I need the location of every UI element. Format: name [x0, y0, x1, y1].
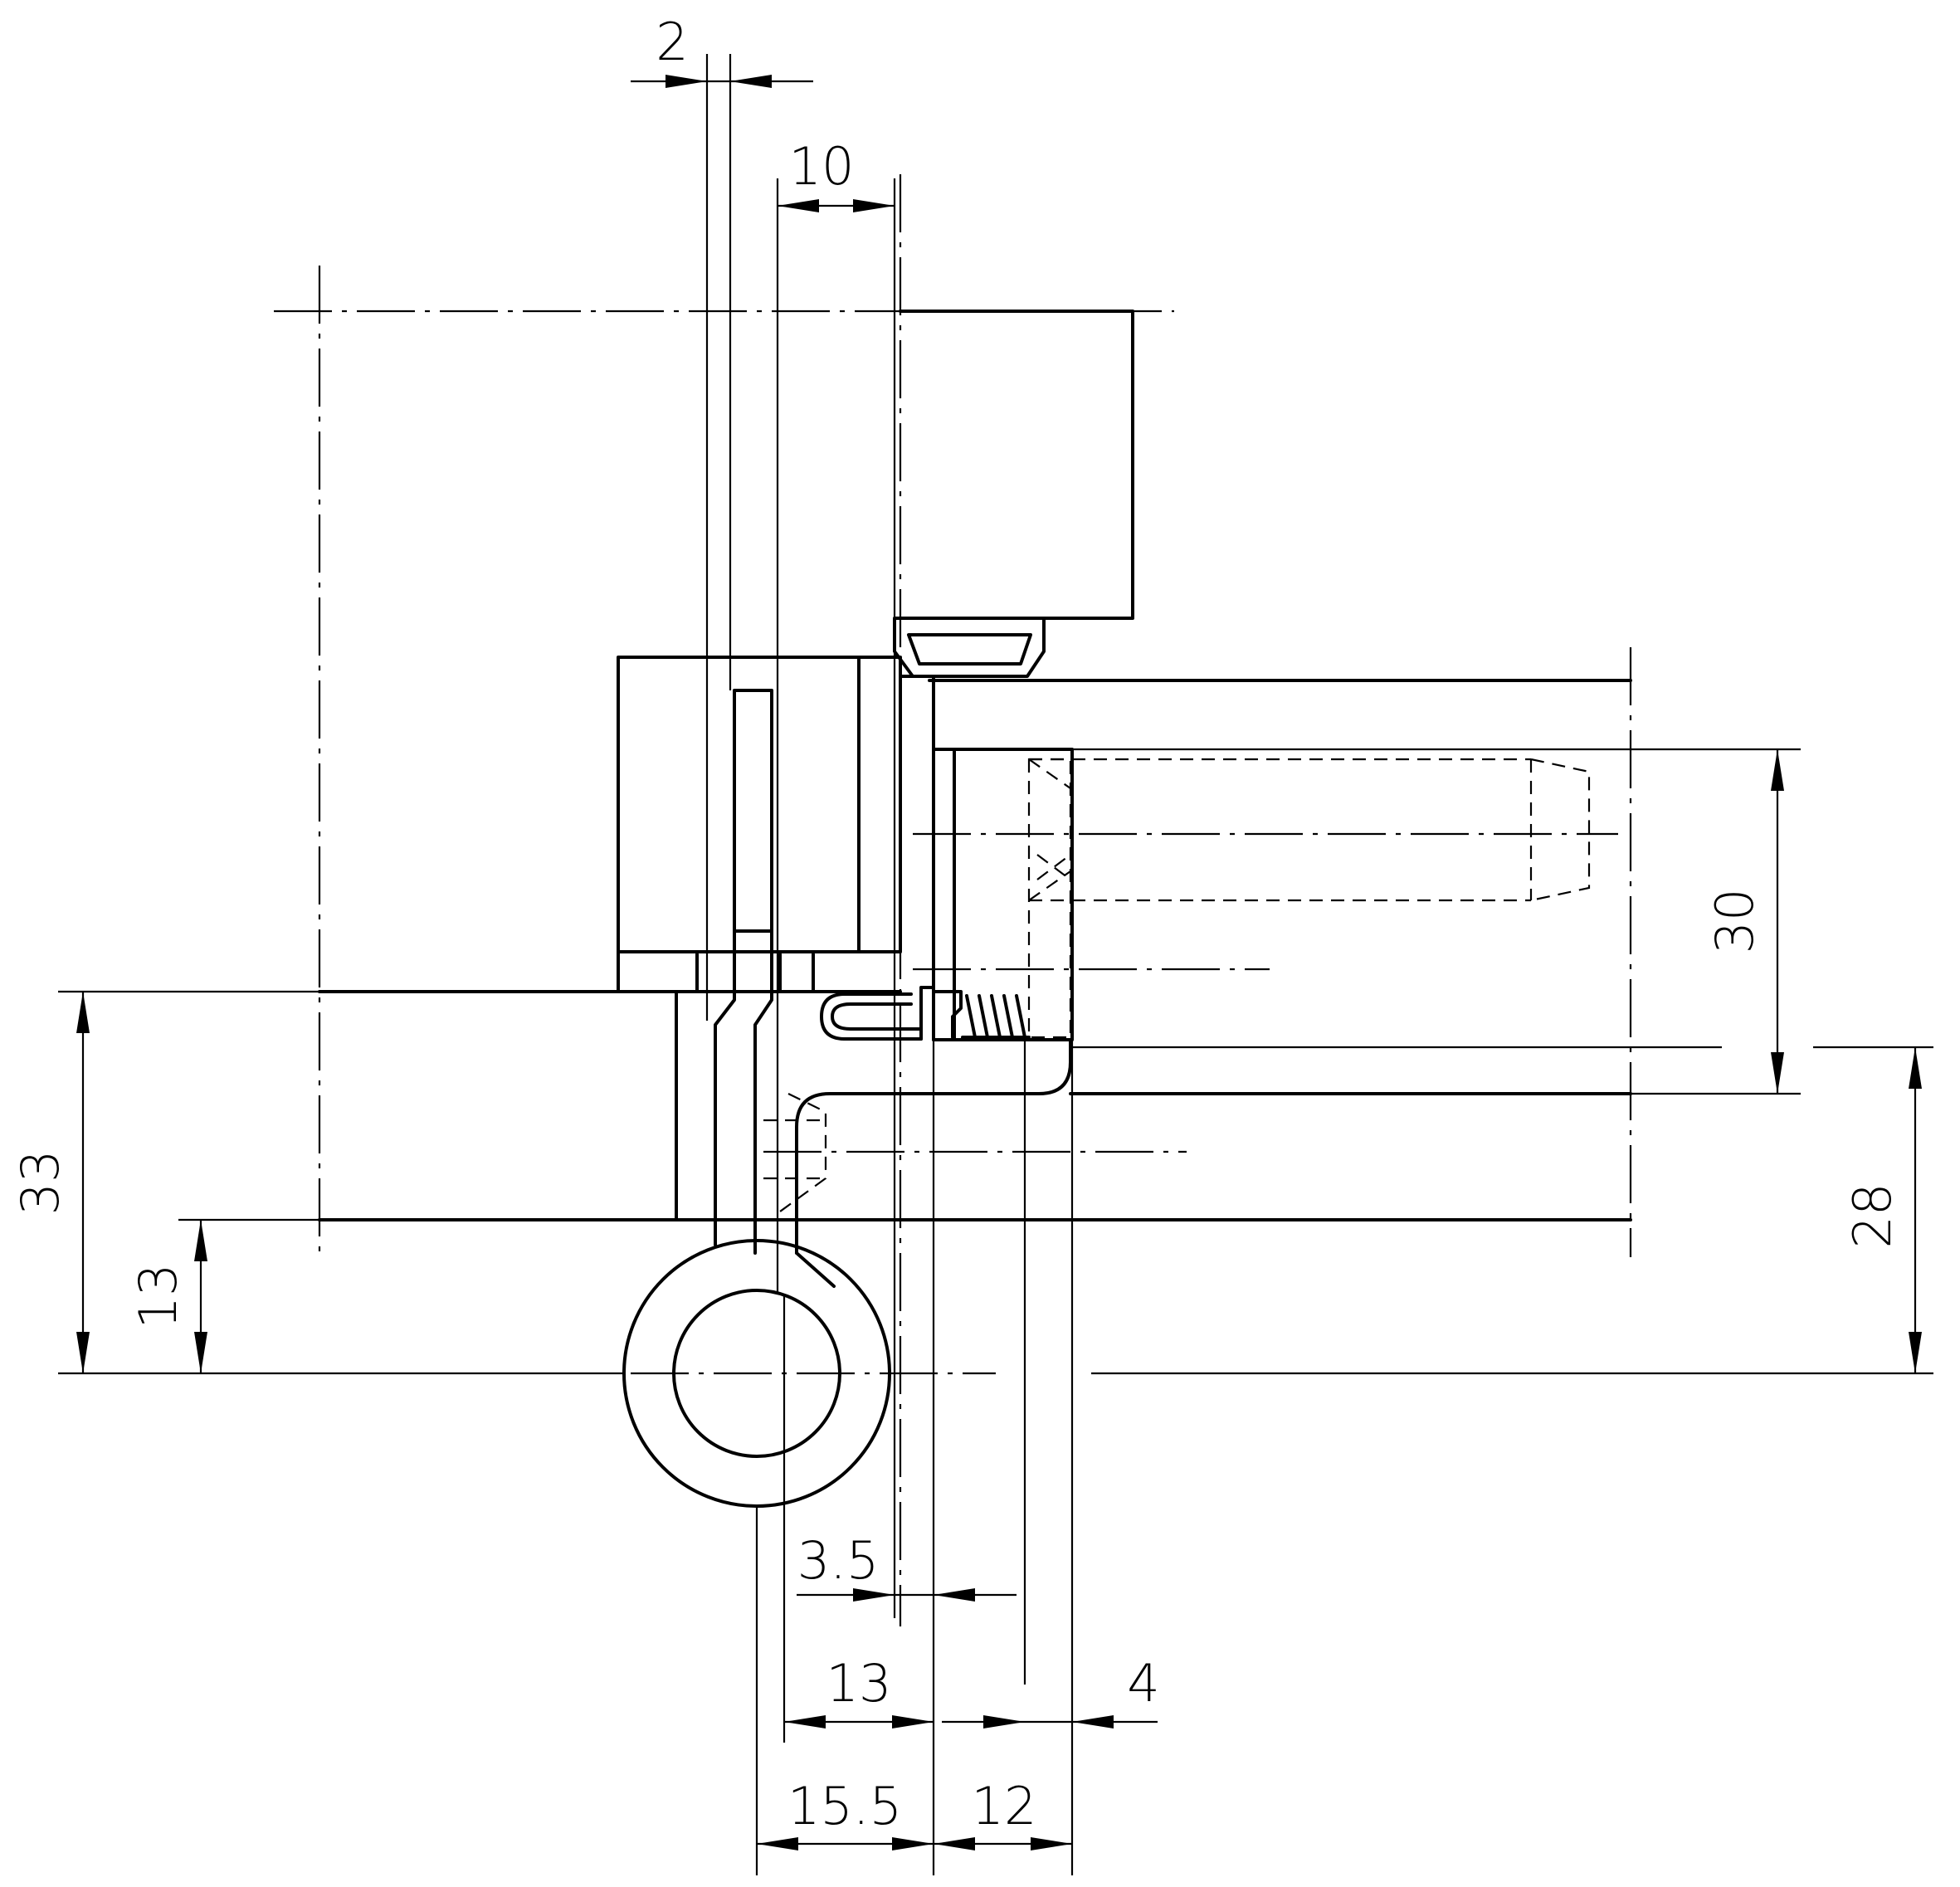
dim-label-30: 30 [1704, 889, 1765, 954]
knuckle-inner [672, 1289, 841, 1458]
dimension-3-5: 3.5 [797, 1530, 1017, 1602]
dim-label-33: 33 [10, 1150, 71, 1216]
dimension-30: 30 [1704, 749, 1784, 1094]
dim-label-4: 4 [1127, 1653, 1159, 1714]
dimension-12: 12 [934, 1776, 1072, 1850]
dim-label-28: 28 [1842, 1183, 1903, 1249]
mounting-screw [1027, 758, 1591, 1039]
dim-label-2: 2 [656, 12, 688, 72]
dim-label-15-5: 15.5 [787, 1776, 902, 1836]
spring-coils [961, 994, 1031, 1039]
dimension-4: 4 [942, 1653, 1160, 1729]
dim-label-12: 12 [972, 1776, 1037, 1836]
dim-label-13-left: 13 [128, 1264, 188, 1329]
dimension-13-bottom: 13 [784, 1653, 934, 1729]
dim-label-13-bottom: 13 [826, 1653, 892, 1714]
dimension-10: 10 [778, 136, 895, 212]
spring-clip [820, 986, 1031, 1041]
dimension-33: 33 [10, 992, 90, 1373]
seal-profile [893, 617, 1046, 678]
dimension-2: 2 [631, 12, 813, 88]
dim-label-3-5: 3.5 [797, 1530, 880, 1591]
frame-hinge-body [617, 656, 902, 993]
frame-outline [318, 310, 1632, 1221]
dim-label-10: 10 [789, 136, 855, 197]
extension-lines [58, 54, 1933, 1875]
dimension-13-left: 13 [128, 1220, 207, 1373]
dimension-15-5: 15.5 [757, 1776, 934, 1850]
hinge-pin [622, 689, 891, 1508]
dimension-28: 28 [1842, 1047, 1922, 1373]
